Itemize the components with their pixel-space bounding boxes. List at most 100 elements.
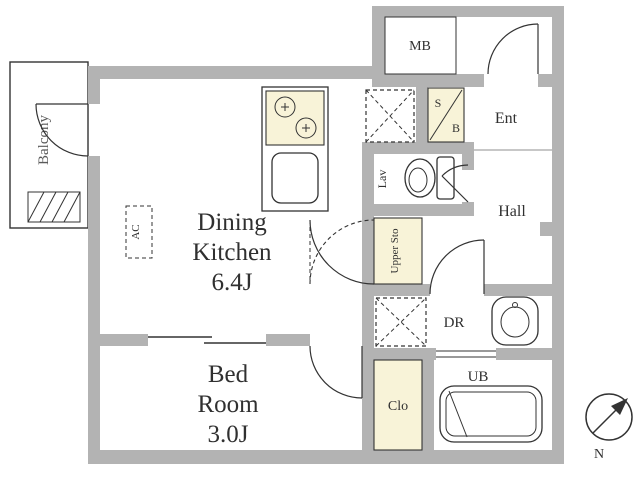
upper-storage-label: Upper Sto: [389, 228, 401, 273]
wall-segment: [372, 6, 564, 17]
wall-segment: [88, 66, 100, 104]
hatch-box: [27, 191, 81, 223]
compass: N: [585, 393, 633, 462]
wall-segment: [422, 360, 434, 450]
compass-north-label: N: [594, 447, 604, 462]
hall-label: Hall: [498, 203, 526, 220]
meter-box: MB: [384, 16, 457, 75]
closet-body: [373, 359, 423, 451]
bathtub-slope: [448, 390, 468, 438]
toilet-bowl-inner: [408, 167, 428, 193]
shoe-box-label-top: S: [435, 96, 442, 110]
refrigerator-space: [365, 89, 415, 143]
powder-room: DR: [375, 296, 539, 347]
upper-storage-body: [373, 217, 423, 285]
toilet-tank: [436, 156, 455, 200]
lavatory: Lav: [375, 156, 469, 203]
bedroom-size-label: 3.0J: [208, 421, 249, 448]
burner-ring: [295, 117, 317, 139]
front-door-swing: [487, 23, 539, 75]
dining-kitchen: Dining Kitchen 6.4J: [192, 209, 272, 296]
dr-door-swing: [429, 239, 485, 295]
shoe-box-slash: [429, 89, 463, 141]
dk-label-line1: Dining: [197, 209, 267, 236]
stove: [265, 90, 325, 146]
wall-segment: [372, 6, 385, 79]
washer-space: [375, 297, 427, 347]
unit-bath-label: UB: [468, 369, 489, 385]
door-leaf: [441, 175, 469, 203]
cross-line: [365, 89, 415, 143]
wall-segment: [88, 66, 384, 79]
wall-segment: [374, 348, 436, 360]
wall-segment: [538, 74, 564, 87]
wall-segment: [496, 348, 552, 360]
ac-box: [125, 205, 153, 259]
burner-ring: [274, 96, 296, 118]
bedroom-door-swing: [309, 345, 363, 399]
door-arc-dashed: [309, 219, 375, 285]
wall-segment: [362, 142, 474, 154]
bedroom-label-line2: Room: [197, 391, 259, 418]
wall-segment: [484, 284, 552, 296]
washbasin: [491, 296, 539, 346]
balcony-label: Balcony: [36, 115, 52, 165]
entrance-hall: Ent Hall: [474, 110, 552, 220]
door-arc: [309, 345, 363, 399]
door-arc: [441, 164, 469, 177]
shoe-box: S B: [427, 87, 465, 143]
bathtub-outer: [439, 385, 543, 443]
lavatory-label: Lav: [375, 170, 389, 189]
unit-bath: UB: [436, 350, 543, 443]
balcony-partition-hatch: [27, 191, 81, 223]
hatch-line: [39, 191, 57, 223]
door-arc: [309, 219, 375, 285]
cross-line: [375, 297, 427, 347]
wall-segment: [362, 284, 374, 450]
dk-label-line2: Kitchen: [192, 239, 272, 266]
wall-segment: [88, 450, 564, 464]
balcony: Balcony: [9, 61, 89, 229]
entrance-label: Ent: [495, 110, 518, 127]
washbasin-counter: [491, 296, 539, 346]
ac-unit: AC: [125, 205, 153, 259]
lavatory-door-swing: [441, 164, 469, 203]
balcony-door-swing: [35, 103, 89, 157]
door-arc: [487, 23, 539, 75]
bedroom: Bed Room 3.0J: [148, 336, 363, 448]
dk-door-swing: [309, 219, 375, 285]
wall-segment: [266, 334, 310, 346]
wall-segment: [88, 156, 100, 450]
shoe-box-label-bottom: B: [452, 121, 460, 135]
faucet: [512, 302, 518, 308]
hatch-line: [51, 191, 69, 223]
dk-size-label: 6.4J: [212, 269, 253, 296]
wall-segment: [540, 222, 552, 236]
hatch-line: [63, 191, 81, 223]
wall-segment: [362, 284, 430, 296]
stove-burner: [295, 117, 317, 139]
kitchen-unit: [261, 86, 329, 212]
meter-box-label: MB: [409, 39, 431, 54]
meter-box-outline: [384, 16, 457, 75]
powder-room-label: DR: [444, 315, 465, 331]
bathtub: [439, 385, 543, 443]
ac-label: AC: [130, 224, 142, 239]
toilet-bowl: [404, 158, 436, 198]
walls: [88, 6, 564, 464]
bedroom-label-line1: Bed: [208, 361, 249, 388]
sliding-door: [148, 336, 266, 344]
closet: Clo: [373, 359, 423, 451]
door-arc: [429, 239, 485, 295]
kitchen-sink: [271, 152, 319, 204]
cross-line: [375, 297, 427, 347]
wall-segment: [462, 154, 474, 170]
hatch-line: [27, 191, 45, 223]
bathtub-inner: [445, 391, 537, 437]
wall-segment: [552, 6, 564, 464]
toilet: [404, 156, 455, 200]
door-arc: [35, 103, 89, 157]
wall-segment: [88, 334, 148, 346]
stove-burner: [274, 96, 296, 118]
